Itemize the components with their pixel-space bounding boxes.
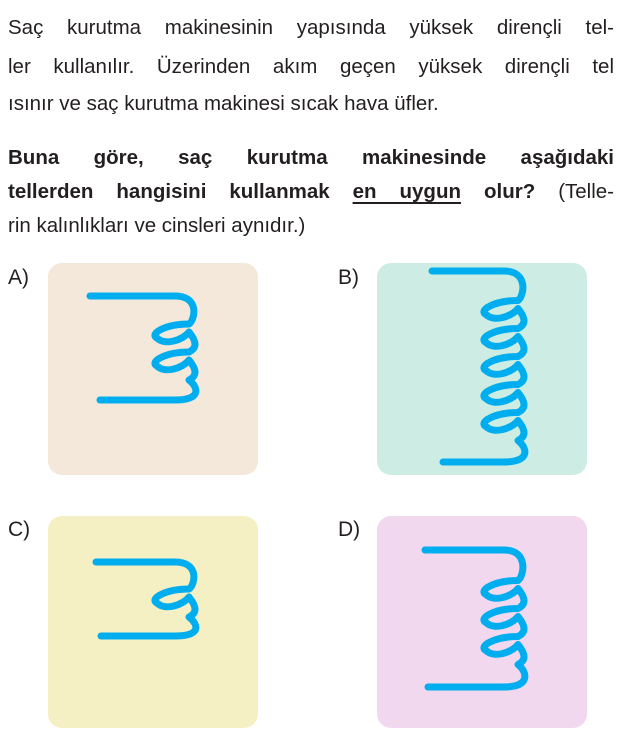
bold-part: tellerden hangisini kullanmak [8, 180, 353, 203]
normal-part: (Telle- [535, 180, 615, 203]
option-a-label[interactable]: A) [8, 266, 29, 289]
option-d-image[interactable] [377, 516, 587, 728]
coil-path [421, 546, 529, 691]
option-b-image[interactable] [377, 263, 587, 475]
question-line-5: tellerden hangisini kullanmak en uygun o… [8, 180, 614, 204]
question-line-3: ısınır ve saç kurutma makinesi sıcak hav… [8, 92, 439, 115]
question-bold-line: Buna göre, saç kurutma makinesinde aşağı… [8, 146, 614, 169]
coil-wire-icon [86, 292, 200, 404]
coil-path [86, 292, 200, 404]
coil-wire-icon [92, 558, 200, 640]
coil-wire-icon [421, 546, 529, 691]
underlined-part: en uygun [352, 180, 461, 203]
option-b-label[interactable]: B) [338, 266, 359, 289]
coil-wire-icon [428, 267, 529, 466]
option-c-label[interactable]: C) [8, 518, 31, 541]
coil-path [428, 267, 529, 466]
question-line-2: ler kullanılır. Üzerinden akım geçen yük… [8, 55, 614, 78]
option-d-label[interactable]: D) [338, 518, 361, 541]
option-a-image[interactable] [48, 263, 258, 475]
question-line-1: Saç kurutma makinesinin yapısında yüksek… [8, 16, 614, 39]
question-line-6: rin kalınlıkları ve cinsleri aynıdır.) [8, 214, 306, 237]
bold-part-end: olur? [461, 180, 536, 203]
option-c-image[interactable] [48, 516, 258, 728]
coil-path [92, 558, 200, 640]
